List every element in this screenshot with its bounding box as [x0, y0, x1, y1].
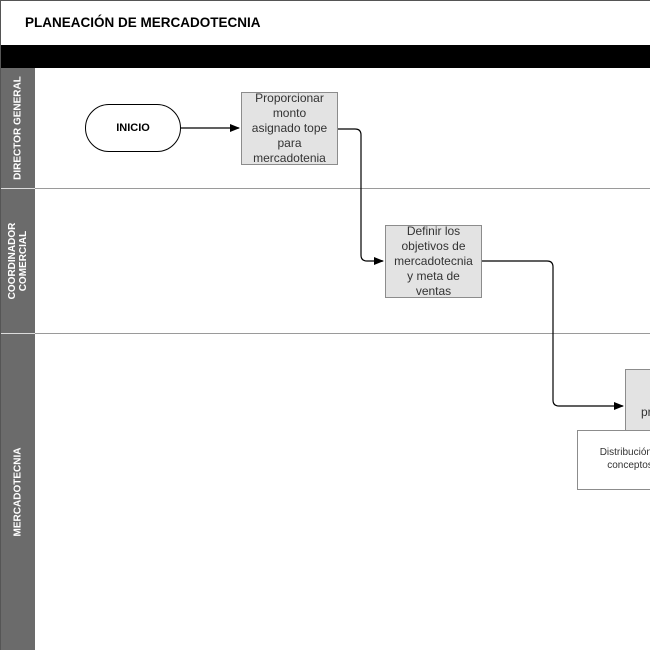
- process-label: Definir los objetivos de mercadotecnia y…: [394, 224, 473, 298]
- lane-label-director-general: DIRECTOR GENERAL: [0, 68, 35, 189]
- document-label: Distribución d conceptos: [599, 447, 650, 471]
- process-partial: pr: [625, 369, 650, 431]
- header-bar: [0, 45, 650, 68]
- start-terminator: INICIO: [85, 104, 181, 152]
- process-label: Proporcionar monto asignado tope para me…: [251, 91, 328, 165]
- connector-definir-to-next: [481, 260, 624, 410]
- page-title: PLANEACIÓN DE MERCADOTECNIA: [25, 15, 261, 30]
- process-label: pr: [641, 405, 650, 419]
- lane-separator: [35, 333, 650, 334]
- process-proporcionar-monto: Proporcionar monto asignado tope para me…: [241, 91, 338, 165]
- process-definir-objetivos: Definir los objetivos de mercadotecnia y…: [385, 224, 482, 298]
- document-distribucion: Distribución d conceptos: [577, 430, 650, 490]
- lane-separator: [35, 188, 650, 189]
- lane-label-mercadotecnia: MERCADOTECNIA: [0, 334, 35, 650]
- connector-proporcionar-to-definir: [338, 128, 384, 265]
- lane-label-coordinador-comercial: COORDINADOR COMERCIAL: [0, 189, 35, 334]
